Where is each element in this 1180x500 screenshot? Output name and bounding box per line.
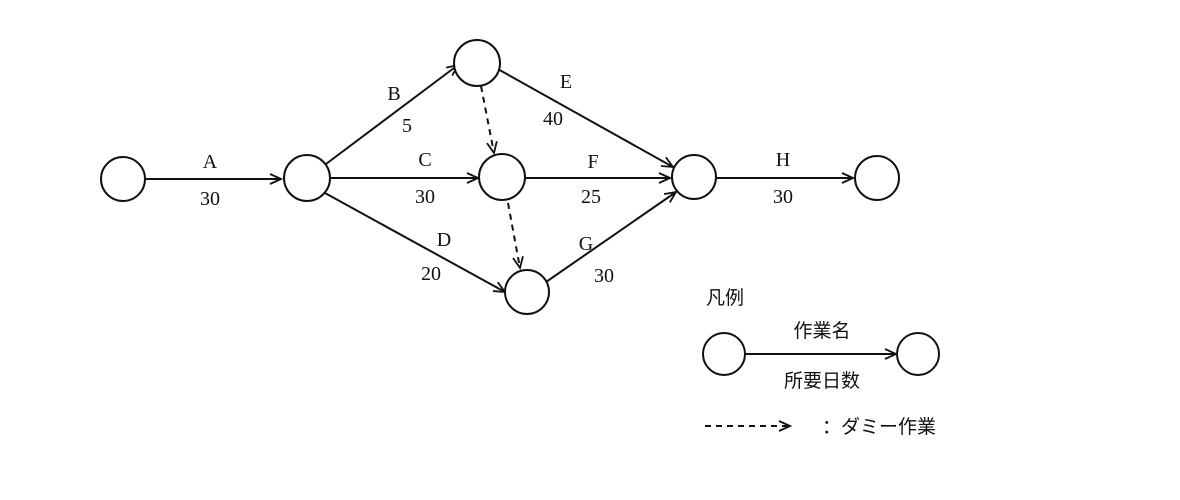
activity-a-name: A (203, 151, 218, 173)
activity-f-days: 25 (581, 186, 601, 208)
activity-c-days: 30 (415, 186, 435, 208)
edge-e (495, 67, 673, 167)
activity-g-name: G (579, 233, 593, 255)
activity-h-name: H (776, 149, 790, 171)
dummy-edge-2 (507, 202, 520, 268)
node-3 (453, 39, 501, 87)
node-1 (100, 156, 146, 202)
activity-c-name: C (418, 149, 431, 171)
legend-days-label: 所要日数 (784, 370, 860, 392)
legend-end-node (896, 332, 940, 376)
activity-h-days: 30 (773, 186, 793, 208)
node-4 (478, 153, 526, 201)
activity-b-days: 5 (402, 115, 412, 137)
node-7 (854, 155, 900, 201)
node-2 (283, 154, 331, 202)
activity-g-days: 30 (594, 265, 614, 287)
legend-name-label: 作業名 (793, 320, 850, 342)
legend-start-node (702, 332, 746, 376)
node-6 (671, 154, 717, 200)
activity-f-name: F (587, 151, 598, 173)
activity-e-days: 40 (543, 108, 563, 130)
edge-b (325, 65, 458, 165)
activity-d-name: D (437, 229, 451, 251)
legend-dummy-label: ：ダミー作業 (822, 416, 936, 438)
edge-g (545, 192, 676, 283)
activity-a-days: 30 (200, 188, 220, 210)
node-5 (504, 269, 550, 315)
edge-d (324, 192, 505, 292)
activity-d-days: 20 (421, 263, 441, 285)
activity-b-name: B (387, 83, 400, 105)
legend-title: 凡例 (706, 287, 744, 309)
legend: 凡例 作業名 所要日数 ：ダミー作業 (702, 287, 940, 438)
activity-e-name: E (560, 71, 572, 93)
dummy-edge-1 (480, 85, 494, 153)
